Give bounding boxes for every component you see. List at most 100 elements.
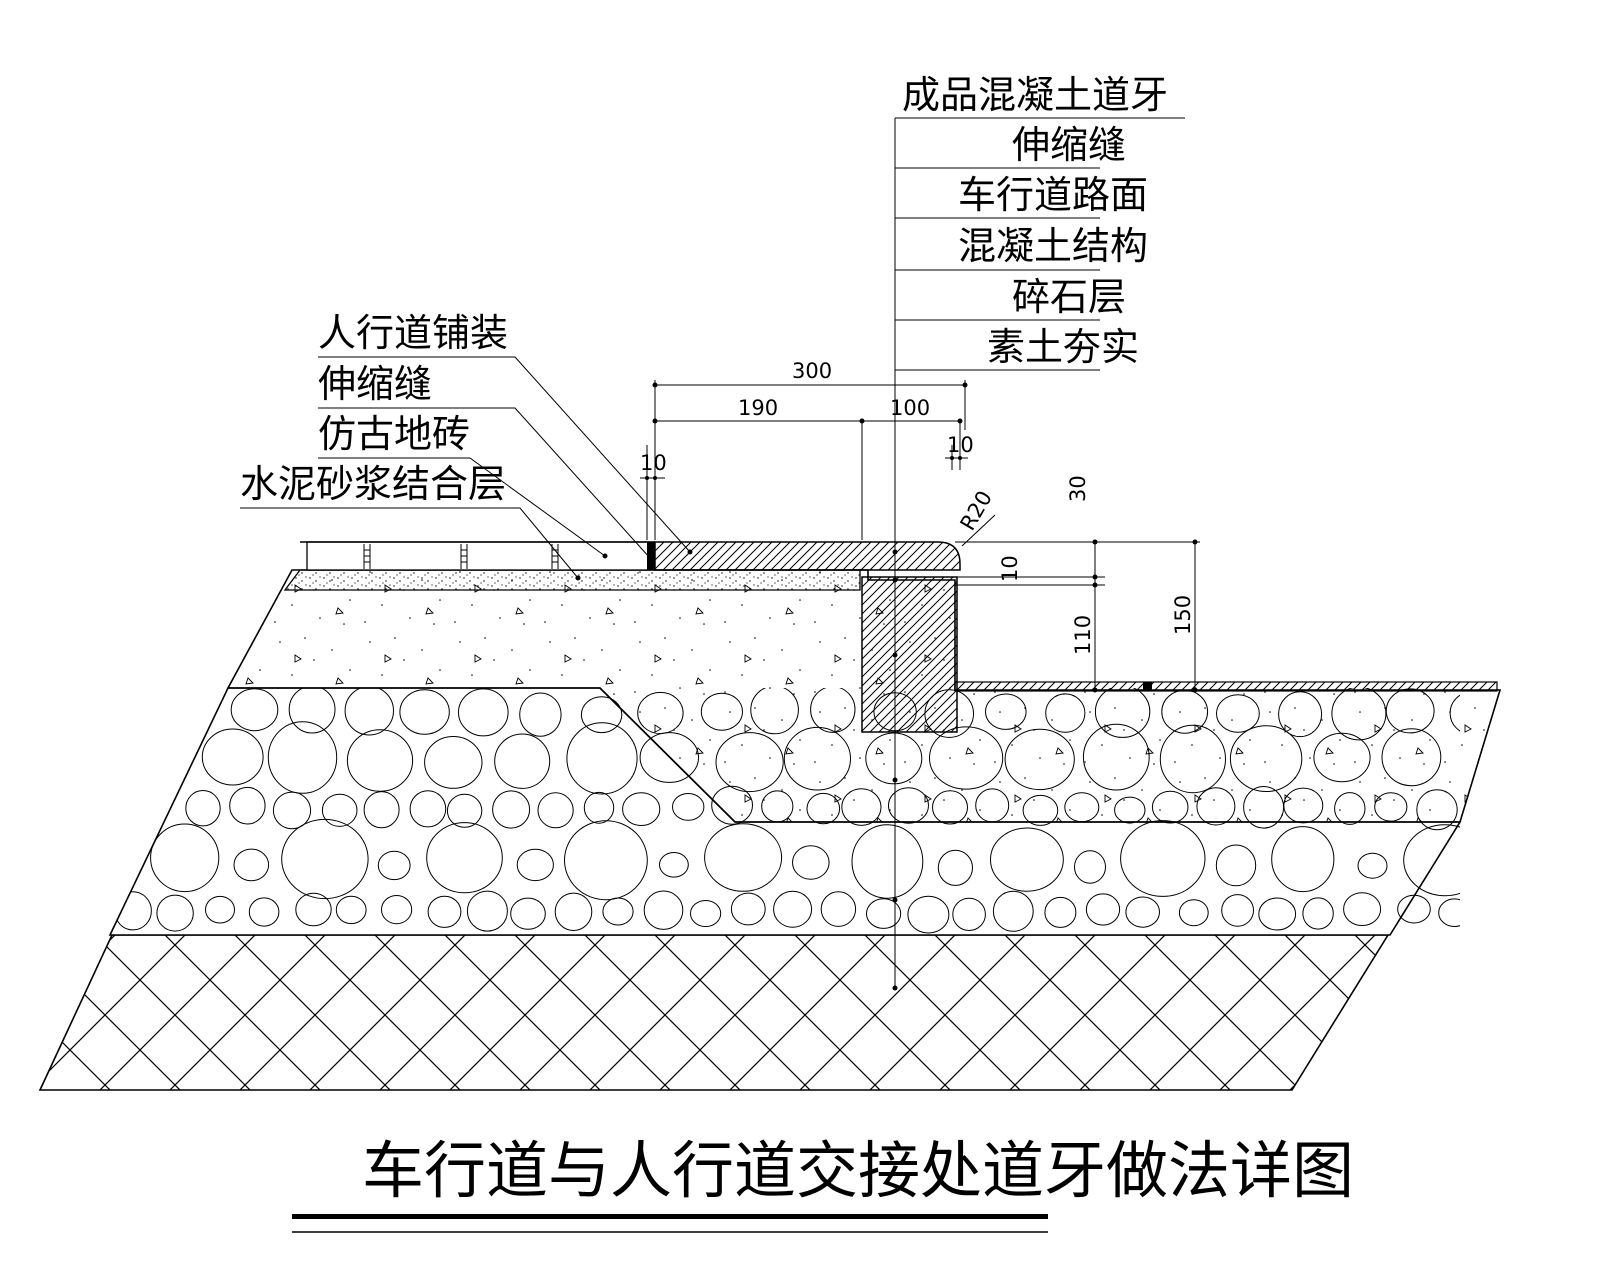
drawing-title: 车行道与人行道交接处道牙做法详图 xyxy=(362,1134,1354,1207)
gravel-stone xyxy=(851,824,924,899)
gravel-stone xyxy=(1343,892,1382,926)
right-leader-group xyxy=(892,117,1185,991)
dim-190: 190 xyxy=(738,396,778,420)
expansion-joint-road xyxy=(1143,682,1152,691)
gravel-stone xyxy=(519,692,562,737)
gravel-stone xyxy=(992,890,1034,932)
gravel-stone xyxy=(185,790,221,827)
gravel-stone xyxy=(690,900,722,927)
gravel-stone xyxy=(267,721,338,794)
dim-30: 30 xyxy=(1066,475,1090,502)
gravel-stone xyxy=(602,897,634,926)
gravel-stone xyxy=(907,895,950,934)
gravel-stone xyxy=(321,793,358,827)
gravel-stone xyxy=(583,791,615,824)
gravel-stone xyxy=(458,688,509,737)
gravel-stone xyxy=(229,786,266,825)
dim-110: 110 xyxy=(1071,615,1095,655)
gravel-stone xyxy=(537,792,574,829)
gravel-stone xyxy=(344,688,394,736)
gravel-stone xyxy=(1357,852,1388,879)
gravel-stone xyxy=(150,823,220,893)
gravel-stone xyxy=(399,689,450,735)
label-precast-curb: 成品混凝土道牙 xyxy=(902,73,1168,117)
gravel-stone xyxy=(554,892,593,931)
sidewalk-paving xyxy=(306,541,651,571)
gravel-stone xyxy=(564,820,648,901)
gravel-stone xyxy=(510,897,546,930)
label-antique-tile: 仿古地砖 xyxy=(318,412,470,456)
gravel-stone xyxy=(201,728,264,786)
gravel-stone xyxy=(377,850,411,881)
roadway-surface xyxy=(954,681,1498,692)
gravel-stone xyxy=(580,696,623,734)
gravel-stone xyxy=(773,890,813,928)
gravel-stone xyxy=(409,790,447,828)
gravel-stone xyxy=(792,845,830,880)
dim-300: 300 xyxy=(792,359,832,383)
label-roadway-surface: 车行道路面 xyxy=(958,173,1148,217)
gravel-stone xyxy=(704,823,783,892)
gravel-stone xyxy=(427,895,462,928)
gravel-stone xyxy=(335,895,367,925)
mortar-bedding-layer xyxy=(283,569,861,591)
gravel-stone xyxy=(1302,897,1334,930)
gravel-stone xyxy=(381,895,413,925)
gravel-stone xyxy=(1044,896,1077,928)
gravel-stone xyxy=(205,895,235,924)
gravel-stone xyxy=(156,894,194,932)
gravel-stone xyxy=(1438,898,1460,928)
gravel-stone xyxy=(937,849,974,886)
gravel-stone xyxy=(281,818,369,900)
gravel-stone xyxy=(426,822,503,894)
gravel-stone xyxy=(233,848,270,882)
gravel-stone xyxy=(1074,850,1106,884)
compacted-soil-layer xyxy=(38,934,1390,1091)
gravel-stone xyxy=(672,793,705,821)
gravel-stone xyxy=(1125,896,1160,928)
gravel-stone xyxy=(288,688,336,734)
title-underline-thick xyxy=(292,1214,1048,1219)
gravel-stone xyxy=(622,792,661,826)
gravel-stone xyxy=(566,722,638,795)
label-mortar-bedding: 水泥砂浆结合层 xyxy=(240,462,506,506)
gravel-stone xyxy=(1215,844,1257,887)
gravel-stone xyxy=(866,898,902,929)
label-sidewalk-paving: 人行道铺装 xyxy=(318,311,508,355)
gravel-stone xyxy=(492,790,531,829)
gravel-stone xyxy=(1258,897,1297,931)
dim-10-mid: 10 xyxy=(998,555,1022,582)
gravel-stone xyxy=(516,848,554,882)
gravel-stone xyxy=(446,793,483,828)
gravel-stone xyxy=(659,852,689,878)
gravel-stone xyxy=(424,736,483,789)
gravel-stone xyxy=(272,791,312,830)
gravel-stone xyxy=(248,897,280,927)
expansion-joint-sidewalk xyxy=(647,542,655,570)
label-gravel-layer: 碎石层 xyxy=(1012,275,1126,319)
dim-10-right: 10 xyxy=(947,433,974,457)
dim-r20: R20 xyxy=(956,487,997,535)
gravel-stone xyxy=(1178,899,1209,927)
dim-10-left: 10 xyxy=(640,451,667,475)
gravel-stone xyxy=(643,890,684,930)
tile-joints xyxy=(363,544,559,569)
gravel-stone xyxy=(494,733,551,789)
gravel-stone xyxy=(730,892,766,926)
gravel-stone xyxy=(466,890,508,932)
gravel-stone xyxy=(363,791,400,829)
precast-curb xyxy=(654,541,961,733)
gravel-stone xyxy=(295,892,332,927)
label-compacted-soil: 素土夯实 xyxy=(987,325,1139,369)
gravel-stone xyxy=(1403,824,1460,897)
gravel-stone xyxy=(990,827,1064,892)
gravel-stone xyxy=(820,891,857,927)
gravel-stone xyxy=(1221,894,1254,927)
label-expansion-joint-left: 伸缩缝 xyxy=(318,362,432,406)
gravel-stone xyxy=(1085,893,1121,926)
gravel-stone xyxy=(952,897,986,932)
gravel-stone xyxy=(1271,826,1335,893)
label-expansion-joint-right: 伸缩缝 xyxy=(1012,123,1126,167)
dimension-ticks xyxy=(645,382,1198,693)
